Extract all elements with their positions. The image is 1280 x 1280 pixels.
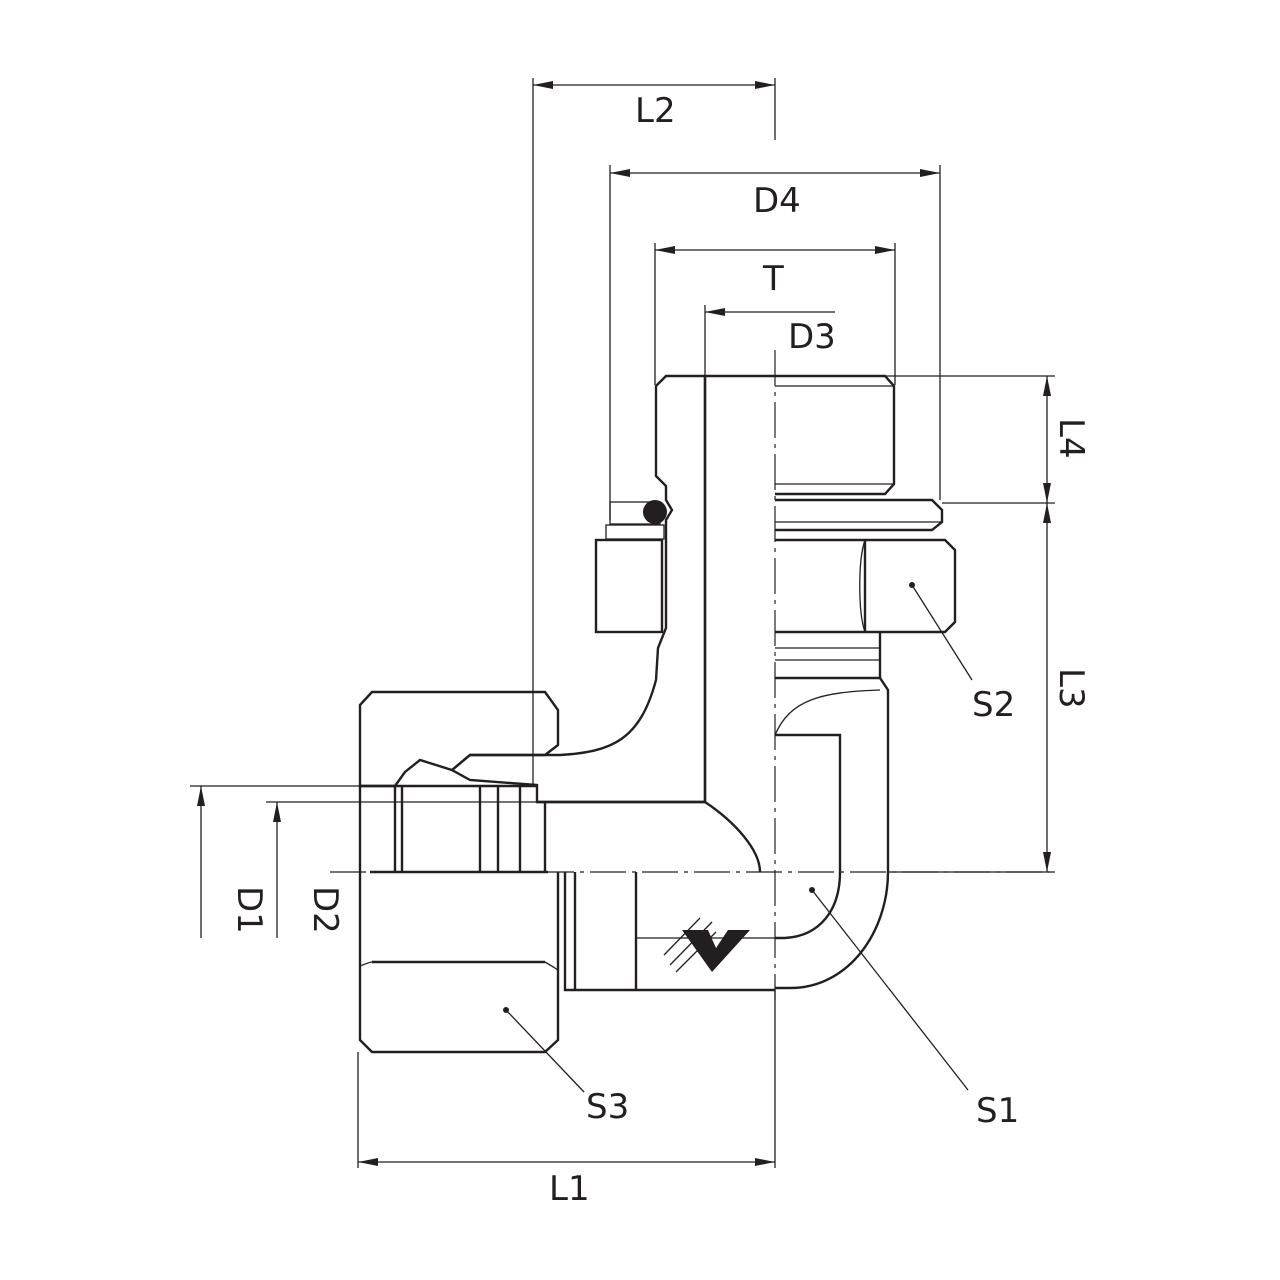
label-l3: L3 <box>1051 668 1091 709</box>
elbow-body <box>774 676 890 990</box>
label-l1: L1 <box>549 1169 590 1209</box>
extension-lines <box>190 78 1055 1168</box>
label-s3: S3 <box>586 1087 629 1127</box>
label-d2: D2 <box>305 886 345 934</box>
swivel-nut-s3 <box>358 690 560 1054</box>
dimension-lines <box>197 81 1051 1166</box>
label-d1: D1 <box>229 886 269 934</box>
label-l2: L2 <box>635 91 676 131</box>
center-lines <box>330 350 1050 1000</box>
label-s1: S1 <box>976 1091 1019 1131</box>
o-ring-seal <box>605 500 667 540</box>
label-d4: D4 <box>753 181 801 221</box>
labels: L2 D4 T D3 L4 L3 D1 D2 L1 S2 S1 S3 <box>229 91 1091 1209</box>
body-section-hatched <box>449 374 707 804</box>
logo-mark <box>663 917 750 973</box>
horizontal-body <box>537 800 775 992</box>
leader-lines <box>503 582 973 1093</box>
label-s2: S2 <box>972 685 1015 725</box>
label-d3: D3 <box>788 317 836 357</box>
locknut-s2 <box>594 538 957 678</box>
label-l4: L4 <box>1051 418 1091 459</box>
label-t: T <box>762 259 784 299</box>
stud-body <box>703 374 944 802</box>
